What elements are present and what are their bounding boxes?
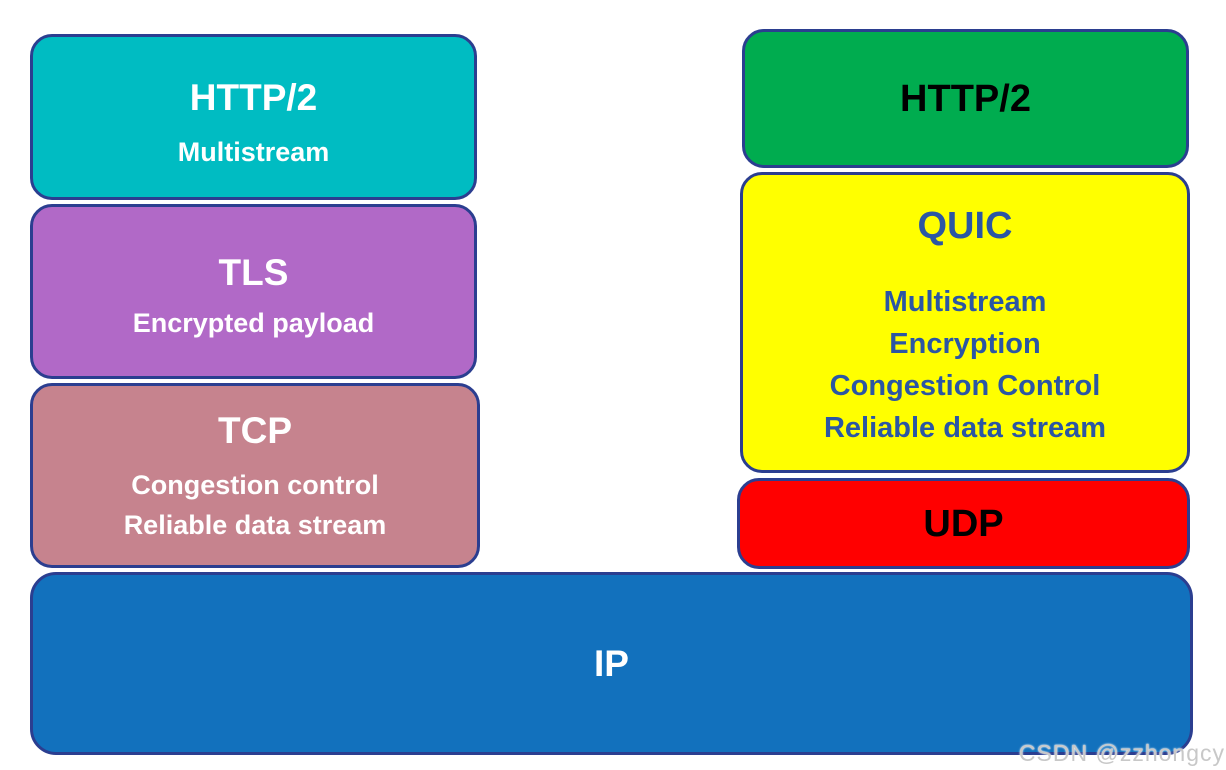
quic-feature-reliable-data-stream: Reliable data stream bbox=[823, 412, 1107, 444]
ip-title: IP bbox=[594, 642, 629, 684]
tcp-title: TCP bbox=[218, 409, 292, 451]
udp-title: UDP bbox=[923, 502, 1004, 545]
left-http2-feature-multistream: Multistream bbox=[177, 136, 330, 167]
quic-layer-box: QUIC Multistream Encryption Congestion C… bbox=[740, 172, 1190, 473]
ip-layer-box: IP bbox=[30, 572, 1193, 755]
quic-feature-encryption: Encryption bbox=[889, 328, 1041, 360]
right-http2-title: HTTP/2 bbox=[900, 77, 1031, 120]
tcp-feature-congestion-control: Congestion control bbox=[131, 469, 379, 500]
quic-feature-multistream: Multistream bbox=[883, 286, 1047, 318]
tls-feature-encrypted-payload: Encrypted payload bbox=[132, 307, 375, 338]
csdn-watermark: CSDN @zzhongcy bbox=[1018, 740, 1225, 766]
left-http2-layer-box: HTTP/2 Multistream bbox=[30, 34, 477, 200]
tcp-layer-box: TCP Congestion control Reliable data str… bbox=[30, 383, 480, 568]
quic-title: QUIC bbox=[917, 205, 1013, 247]
right-http2-layer-box: HTTP/2 bbox=[742, 29, 1189, 168]
tcp-feature-reliable-data-stream: Reliable data stream bbox=[123, 509, 387, 540]
tls-layer-box: TLS Encrypted payload bbox=[30, 204, 477, 379]
udp-layer-box: UDP bbox=[737, 478, 1190, 569]
tls-title: TLS bbox=[218, 251, 289, 293]
left-http2-title: HTTP/2 bbox=[189, 76, 318, 118]
quic-feature-congestion-control: Congestion Control bbox=[829, 370, 1101, 402]
